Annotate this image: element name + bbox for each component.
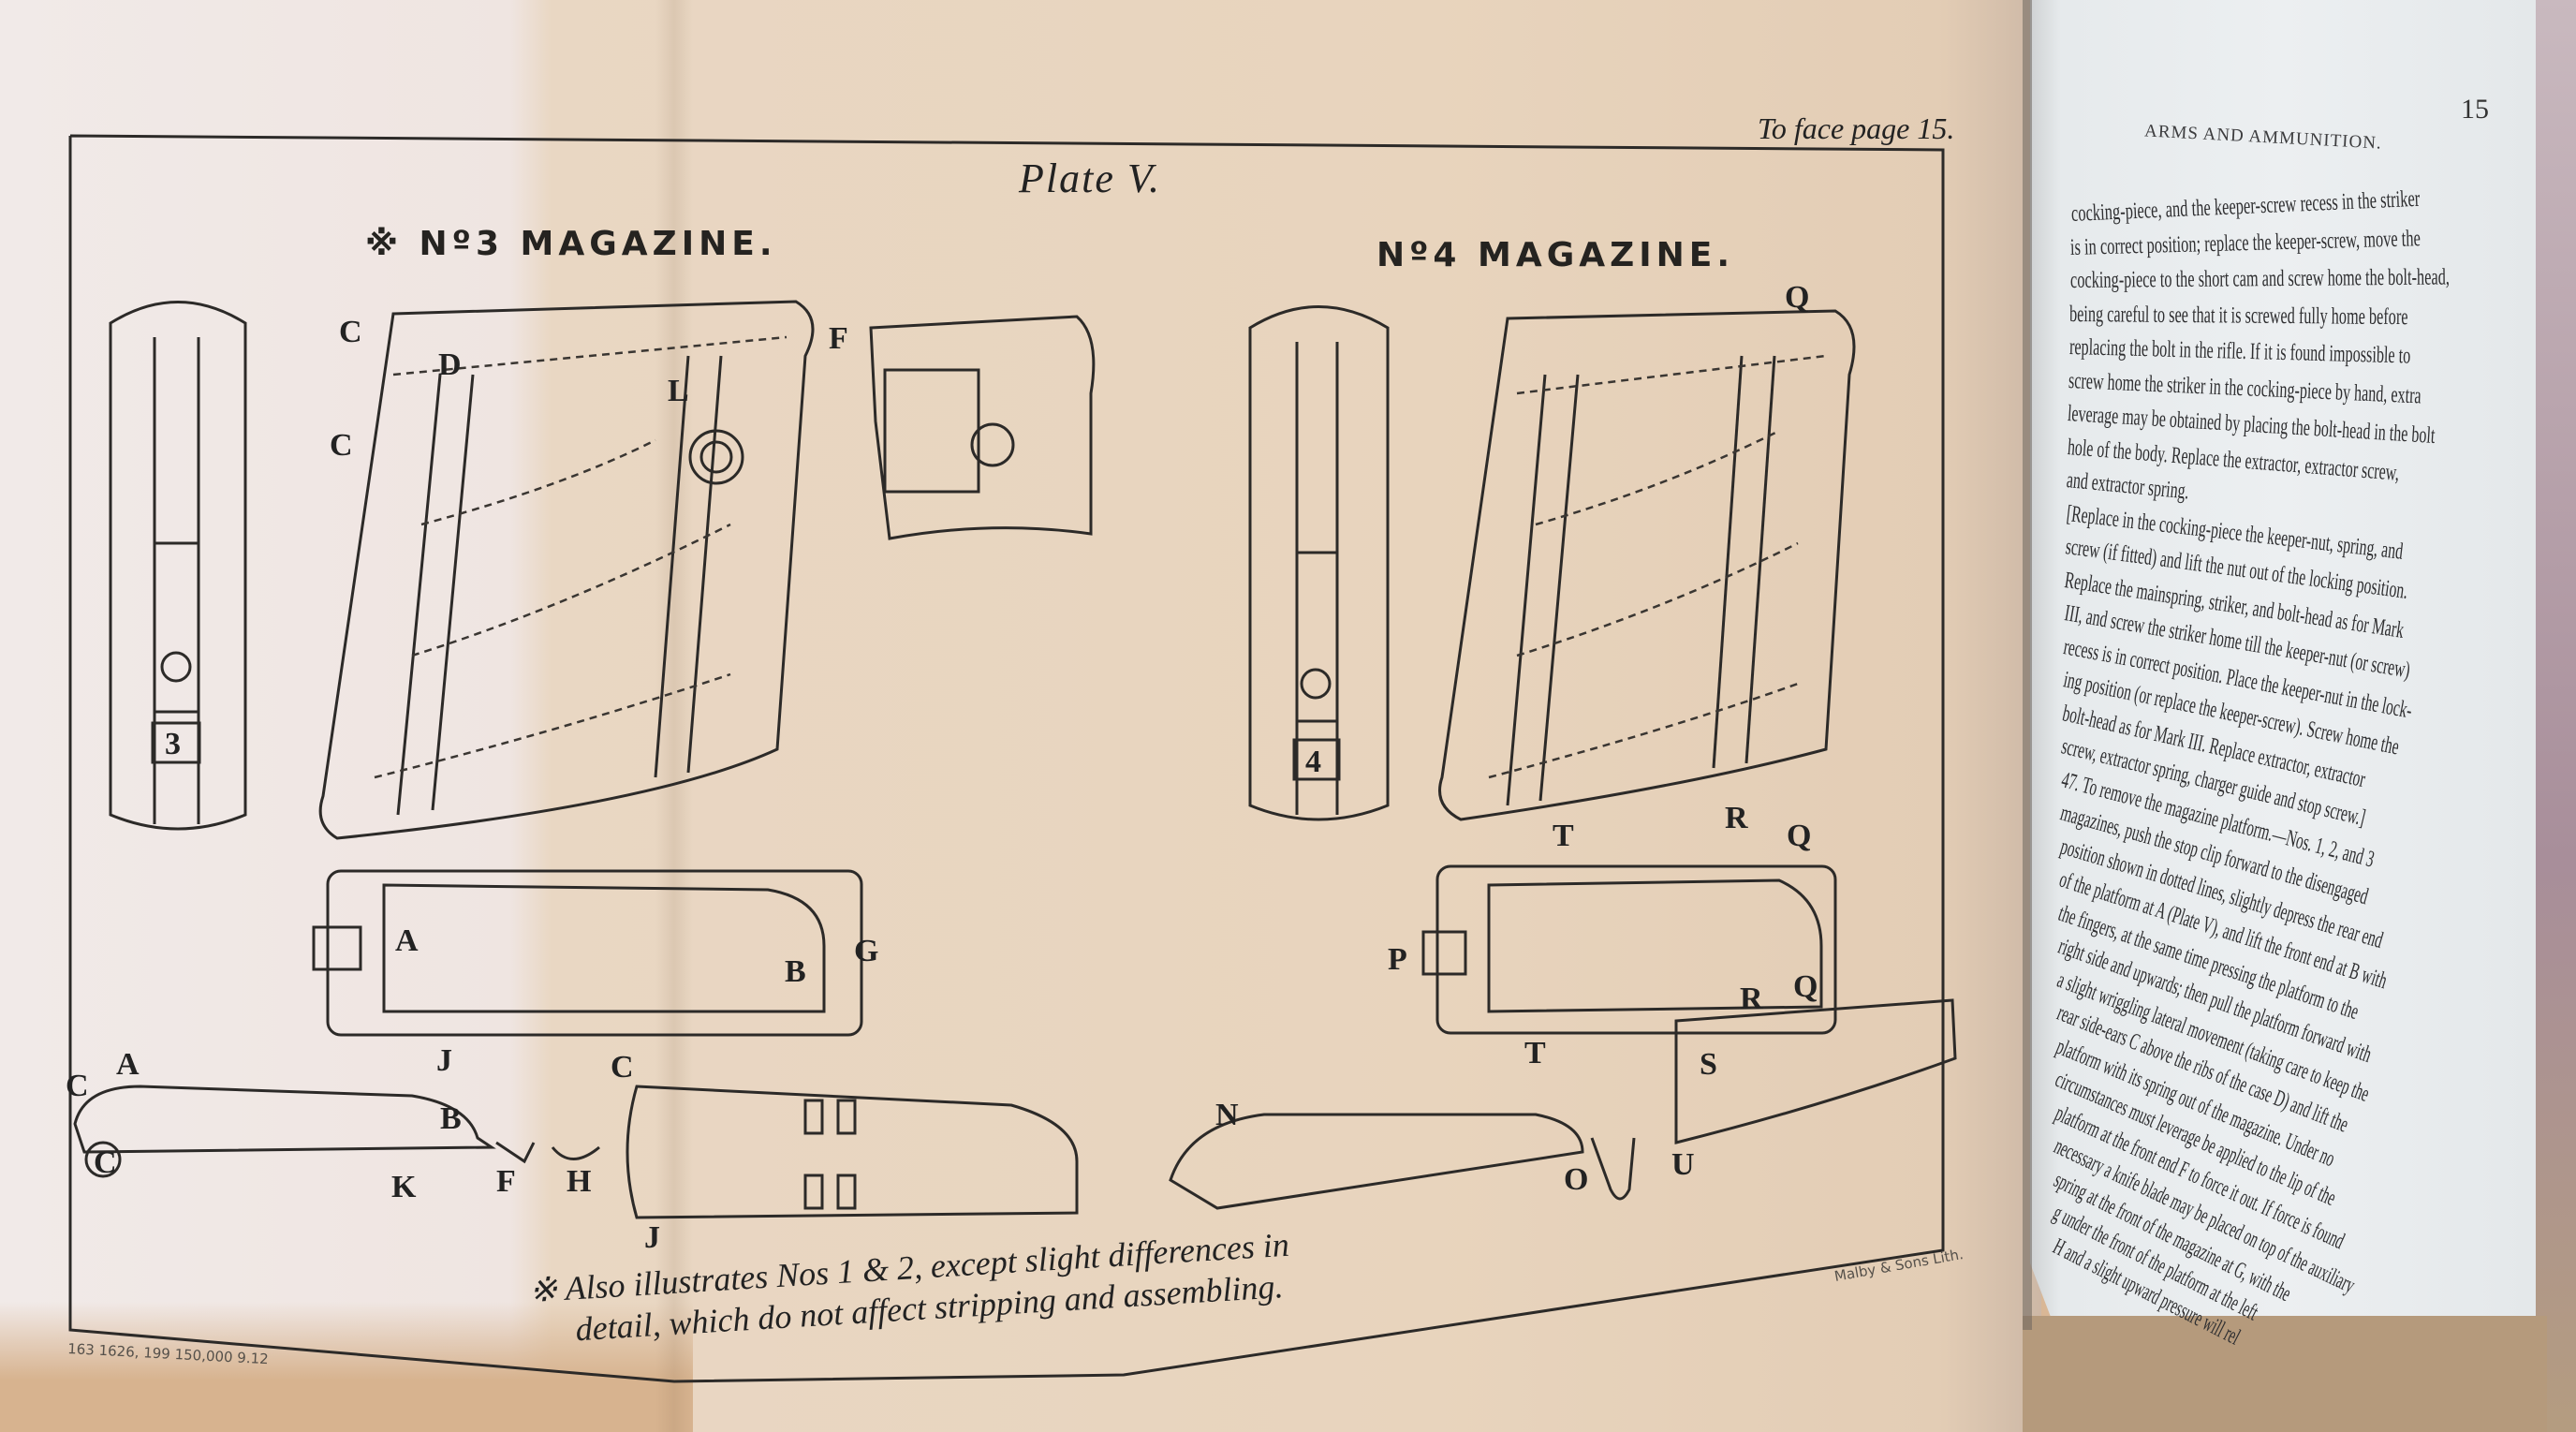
label-a: A bbox=[395, 923, 419, 958]
plate-title: Plate V. bbox=[1018, 155, 1161, 201]
book-page-15 bbox=[2030, 0, 2536, 1316]
table-surface bbox=[2023, 1316, 2547, 1432]
no4-magazine-side-view bbox=[1438, 309, 1856, 821]
label-c: C bbox=[66, 1069, 89, 1103]
label-j: J bbox=[644, 1220, 660, 1255]
label-b: B bbox=[785, 954, 806, 989]
no4-platform-top-view bbox=[1421, 864, 1837, 1035]
label-u: U bbox=[1671, 1147, 1695, 1182]
label-f: F bbox=[496, 1164, 516, 1199]
label-c: C bbox=[339, 315, 362, 349]
to-face-page-note: To face page 15. bbox=[1758, 111, 1954, 145]
no4-platform-side-view bbox=[1169, 1113, 1636, 1210]
no3-magazine-front-view bbox=[109, 301, 247, 831]
text-line: cocking-piece to the short cam and screw… bbox=[2069, 264, 2450, 293]
no4-case-side-view bbox=[1674, 998, 1957, 1144]
plate-leaf bbox=[0, 0, 2041, 1432]
lithographer-credit: Malby & Sons Lith. bbox=[1833, 1246, 1965, 1285]
label-j: J bbox=[436, 1043, 452, 1078]
label-o: O bbox=[1564, 1162, 1588, 1197]
label-r: R bbox=[1740, 982, 1763, 1016]
plate-border bbox=[68, 134, 1945, 1383]
label-a: A bbox=[116, 1047, 140, 1082]
label-q: Q bbox=[1785, 280, 1809, 315]
label-q: Q bbox=[1787, 819, 1811, 853]
label-h: H bbox=[567, 1164, 591, 1199]
label-b: B bbox=[440, 1101, 462, 1136]
no3-platform-side-view bbox=[73, 1085, 600, 1178]
no4-magazine-front-view bbox=[1248, 305, 1390, 821]
label-n: N bbox=[1215, 1098, 1239, 1132]
book-gutter bbox=[2023, 0, 2032, 1330]
label-f: F bbox=[829, 321, 848, 356]
no3-magazine-side-view bbox=[318, 300, 815, 840]
label-l: L bbox=[668, 374, 689, 408]
no4-magazine-heading: Nº4 MAGAZINE. bbox=[1376, 236, 1734, 274]
label-t: T bbox=[1553, 819, 1574, 853]
label-s: S bbox=[1700, 1047, 1717, 1082]
label-q: Q bbox=[1793, 969, 1818, 1004]
label-c: C bbox=[611, 1050, 634, 1085]
label-c: C bbox=[330, 428, 353, 463]
page-number: 15 bbox=[2461, 94, 2489, 125]
label-d: D bbox=[438, 347, 462, 382]
label-c: C bbox=[94, 1145, 117, 1180]
no3-platform-top-view bbox=[312, 869, 863, 1037]
page-fold bbox=[655, 0, 693, 1432]
label-t: T bbox=[1524, 1036, 1546, 1070]
label-r: R bbox=[1725, 801, 1748, 835]
no3-front-fitting bbox=[869, 315, 1096, 540]
label-g: G bbox=[854, 934, 878, 968]
no3-case-bottom-view bbox=[626, 1085, 1079, 1219]
background-surface bbox=[2533, 0, 2576, 1432]
label-k: K bbox=[391, 1170, 417, 1204]
magazine-number-4: 4 bbox=[1305, 745, 1321, 779]
magazine-number-3: 3 bbox=[165, 727, 181, 761]
text-line: being careful to see that it is screwed … bbox=[2069, 301, 2408, 330]
part-labels: C D L F C 3 A B G J A C C B K F H C J Q … bbox=[66, 280, 1818, 1255]
label-p: P bbox=[1388, 942, 1407, 977]
no3-magazine-heading: ※ Nº3 MAGAZINE. bbox=[365, 225, 777, 263]
